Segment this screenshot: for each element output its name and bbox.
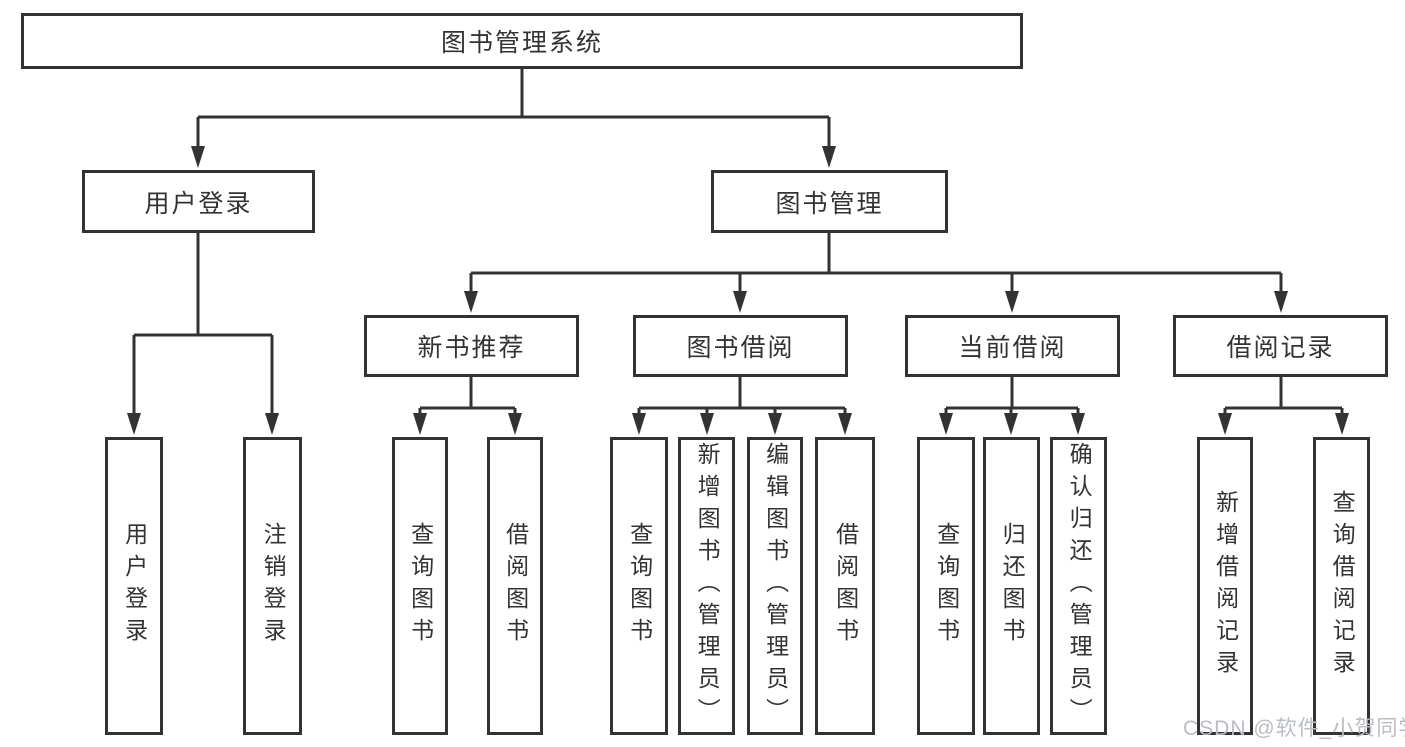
- node-book-borrowing: 图书借阅: [633, 315, 848, 377]
- leaf-borrow-books-borrowing: 借阅图书: [815, 437, 875, 735]
- leaf-query-books-current: 查询图书: [917, 437, 975, 735]
- arrowhead-icons: [127, 146, 1349, 435]
- leaf-edit-book-admin: 编辑图书（管理员）: [747, 437, 803, 735]
- leaf-add-book-admin: 新增图书（管理员）: [678, 437, 735, 735]
- node-borrowing-records: 借阅记录: [1173, 315, 1388, 377]
- leaf-query-books-recommend: 查询图书: [392, 437, 448, 735]
- leaf-add-borrow-record: 新增借阅记录: [1197, 437, 1253, 735]
- node-book-management: 图书管理: [711, 170, 948, 233]
- csdn-watermark: CSDN @软件_小贺同学: [1183, 717, 1405, 740]
- node-current-borrowing: 当前借阅: [905, 315, 1120, 377]
- leaf-query-books-borrowing: 查询图书: [610, 437, 668, 735]
- node-user-login: 用户登录: [82, 170, 315, 233]
- node-library-management-system: 图书管理系统: [21, 13, 1023, 69]
- leaf-confirm-return-admin: 确认归还（管理员）: [1050, 437, 1107, 735]
- leaf-user-login: 用户登录: [105, 437, 163, 735]
- leaf-query-borrow-record: 查询借阅记录: [1313, 437, 1370, 735]
- node-new-book-recommendation: 新书推荐: [364, 315, 579, 377]
- leaf-borrow-books-recommend: 借阅图书: [487, 437, 543, 735]
- leaf-logout: 注销登录: [243, 437, 302, 735]
- leaf-return-books: 归还图书: [983, 437, 1040, 735]
